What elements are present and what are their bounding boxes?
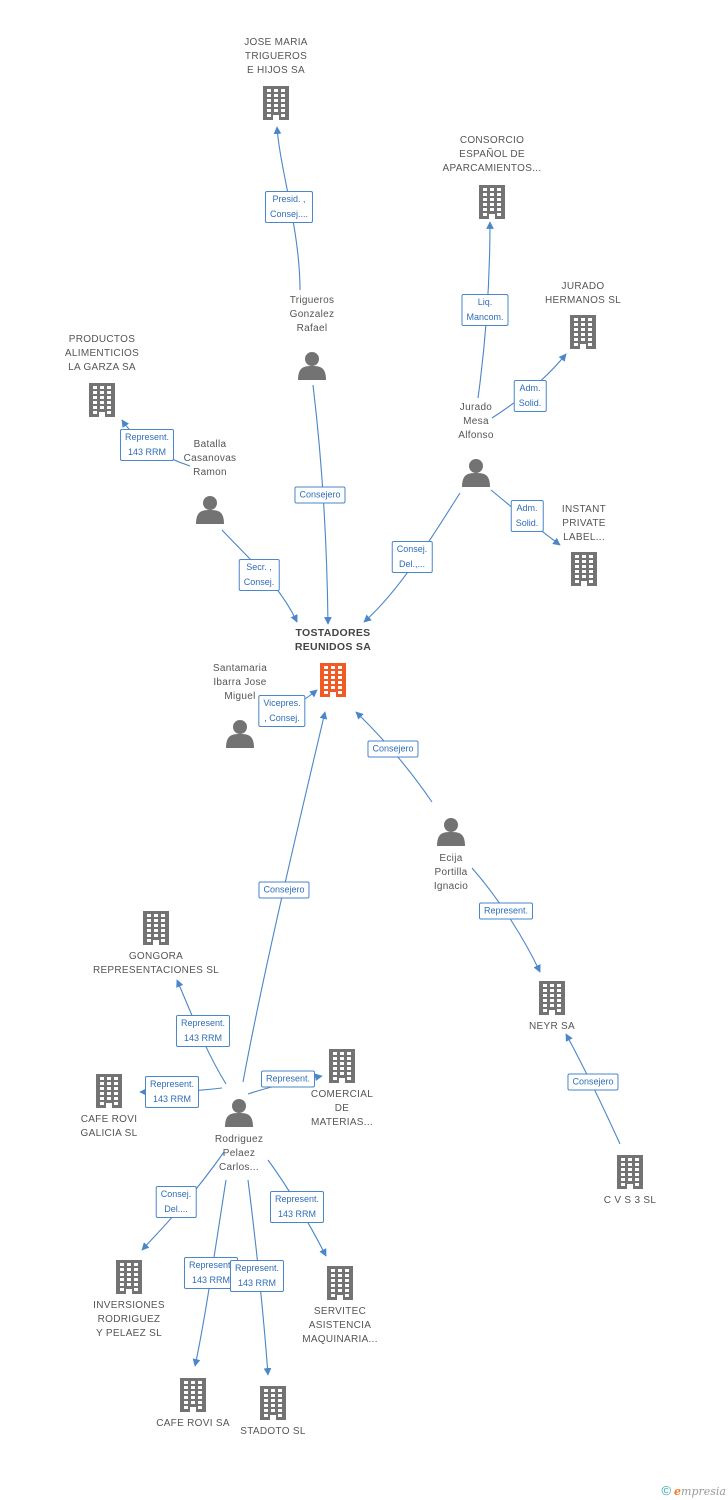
- node-label-cvs3[interactable]: C V S 3 SL: [603, 1195, 657, 1206]
- edge-label-jurado-to-instant[interactable]: Adm. Solid.: [510, 500, 544, 532]
- node-label-trigueros[interactable]: Trigueros Gonzalez Rafael: [289, 295, 335, 334]
- edge-label-rodriguez-to-tostadores[interactable]: Consejero: [258, 881, 310, 899]
- edge-label-rodriguez-to-gongora[interactable]: Represent. 143 RRM: [175, 1015, 231, 1047]
- node-label-comercial[interactable]: COMERCIAL DE MATERIAS...: [310, 1089, 374, 1128]
- brand-logo: empresia: [674, 1485, 726, 1498]
- node-label-cafe_rovi[interactable]: CAFE ROVI SA: [156, 1418, 230, 1429]
- building-icon-jose_maria[interactable]: [263, 86, 289, 120]
- building-icon-productos[interactable]: [89, 383, 115, 417]
- edge-label-cvs3-to-neyr[interactable]: Consejero: [567, 1073, 619, 1091]
- person-icon-jurado[interactable]: [462, 459, 490, 487]
- node-label-gongora[interactable]: GONGORA REPRESENTACIONES SL: [92, 951, 220, 976]
- building-icon-tostadores[interactable]: [320, 663, 346, 697]
- node-label-tostadores[interactable]: TOSTADORES REUNIDOS SA: [294, 627, 372, 653]
- node-label-servitec[interactable]: SERVITEC ASISTENCIA MAQUINARIA...: [302, 1306, 378, 1345]
- edge-label-rodriguez-to-comercial[interactable]: Represent.: [260, 1070, 316, 1088]
- edge-label-rodriguez-to-servitec[interactable]: Represent. 143 RRM: [269, 1191, 325, 1223]
- edge-label-trigueros-to-tostadores[interactable]: Consejero: [294, 486, 346, 504]
- edge-label-ecija-to-tostadores[interactable]: Consejero: [367, 740, 419, 758]
- edge-rodriguez-to-tostadores: [242, 711, 328, 1083]
- node-label-instant[interactable]: INSTANT PRIVATE LABEL...: [561, 504, 607, 543]
- edge-label-ecija-to-neyr[interactable]: Represent.: [478, 902, 534, 920]
- node-label-inversiones[interactable]: INVERSIONES RODRIGUEZ Y PELAEZ SL: [93, 1300, 165, 1339]
- person-icon-rodriguez[interactable]: [225, 1099, 253, 1127]
- edge-ecija-to-neyr: [471, 867, 541, 973]
- edge-label-batalla-to-productos[interactable]: Represent. 143 RRM: [119, 429, 175, 461]
- edge-label-santamaria-to-tostadores[interactable]: Vicepres. , Consej.: [258, 695, 306, 727]
- node-label-batalla[interactable]: Batalla Casanovas Ramon: [183, 439, 237, 478]
- node-label-jose_maria[interactable]: JOSE MARIA TRIGUEROS E HIJOS SA: [244, 37, 308, 76]
- building-icon-comercial[interactable]: [329, 1049, 355, 1083]
- copyright-symbol: ©: [661, 1483, 672, 1498]
- person-icon-ecija[interactable]: [437, 818, 465, 846]
- building-icon-cafe_galicia[interactable]: [96, 1074, 122, 1108]
- person-icon-santamaria[interactable]: [226, 720, 254, 748]
- edge-trigueros-to-tostadores: [312, 384, 332, 625]
- edge-label-rodriguez-to-stadoto[interactable]: Represent. 143 RRM: [229, 1260, 285, 1292]
- building-icon-cafe_rovi[interactable]: [180, 1378, 206, 1412]
- node-label-santamaria[interactable]: Santamaria Ibarra Jose Miguel: [212, 663, 268, 702]
- building-icon-servitec[interactable]: [327, 1266, 353, 1300]
- building-icon-jurado_hermanos[interactable]: [570, 315, 596, 349]
- node-label-rodriguez[interactable]: Rodriguez Pelaez Carlos...: [214, 1134, 264, 1173]
- person-icon-batalla[interactable]: [196, 496, 224, 524]
- node-label-jurado_hermanos[interactable]: JURADO HERMANOS SL: [544, 281, 622, 306]
- edge-label-jurado-to-consorcio[interactable]: Liq. Mancom.: [461, 294, 509, 326]
- edge-label-rodriguez-to-cafe_galicia[interactable]: Represent. 143 RRM: [144, 1076, 200, 1108]
- footer-brand[interactable]: ©empresia: [661, 1483, 726, 1498]
- edge-label-rodriguez-to-inversiones[interactable]: Consej. Del....: [155, 1186, 197, 1218]
- building-icon-neyr[interactable]: [539, 981, 565, 1015]
- edge-label-trigueros-to-jose_maria[interactable]: Presid. , Consej....: [264, 191, 314, 223]
- building-icon-cvs3[interactable]: [617, 1155, 643, 1189]
- building-icon-consorcio[interactable]: [479, 185, 505, 219]
- nodes-layer: [89, 86, 643, 1420]
- edge-label-jurado-to-jurado_hermanos[interactable]: Adm. Solid.: [513, 380, 547, 412]
- node-label-jurado[interactable]: Jurado Mesa Alfonso: [458, 402, 494, 441]
- edge-label-jurado-to-tostadores[interactable]: Consej. Del.,...: [391, 541, 433, 573]
- node-label-stadoto[interactable]: STADOTO SL: [240, 1426, 306, 1437]
- edge-label-batalla-to-tostadores[interactable]: Secr. , Consej.: [238, 559, 280, 591]
- building-icon-stadoto[interactable]: [260, 1386, 286, 1420]
- node-label-consorcio[interactable]: CONSORCIO ESPAÑOL DE APARCAMIENTOS...: [442, 135, 542, 174]
- building-icon-gongora[interactable]: [143, 911, 169, 945]
- person-icon-trigueros[interactable]: [298, 352, 326, 380]
- node-label-neyr[interactable]: NEYR SA: [528, 1021, 575, 1032]
- node-label-ecija[interactable]: Ecija Portilla Ignacio: [433, 853, 469, 892]
- building-icon-instant[interactable]: [571, 552, 597, 586]
- node-label-cafe_galicia[interactable]: CAFE ROVI GALICIA SL: [80, 1114, 138, 1139]
- node-label-productos[interactable]: PRODUCTOS ALIMENTICIOS LA GARZA SA: [64, 334, 140, 373]
- building-icon-inversiones[interactable]: [116, 1260, 142, 1294]
